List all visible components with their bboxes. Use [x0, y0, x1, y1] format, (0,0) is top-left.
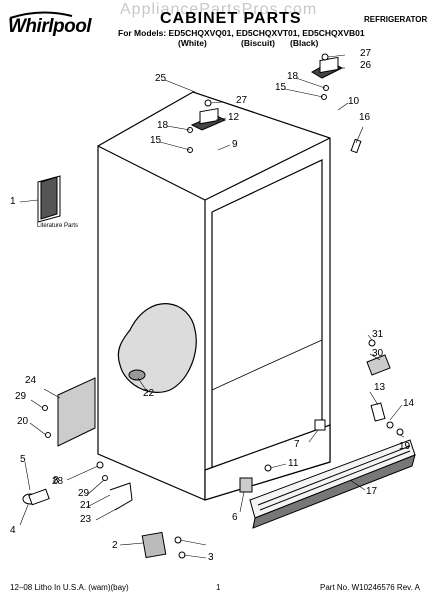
models-prefix: For Models:	[118, 28, 167, 38]
callout-20: 20	[17, 416, 29, 427]
models-line: For Models: ED5CHQXVQ01, ED5CHQXVT01, ED…	[118, 28, 365, 38]
page-title: CABINET PARTS	[160, 10, 302, 27]
product-type: REFRIGERATOR	[364, 15, 428, 24]
brand-logo: Whirlpool	[8, 16, 92, 37]
callout-15-right: 15	[275, 82, 287, 93]
callout-18-left: 18	[157, 120, 169, 131]
callout-31: 31	[372, 329, 384, 340]
base-grille	[249, 439, 416, 529]
callout-6: 6	[232, 512, 238, 523]
color-biscuit: (Biscuit)	[241, 38, 275, 48]
callout-8: 8	[53, 475, 59, 486]
callout-27-left: 27	[236, 95, 248, 106]
callout-21: 21	[80, 500, 92, 511]
callout-13: 13	[374, 382, 386, 393]
callout-4: 4	[10, 525, 16, 536]
callout-28: 28	[52, 476, 64, 487]
callout-24: 24	[25, 375, 37, 386]
callout-17: 17	[366, 486, 378, 497]
callout-9: 9	[232, 139, 238, 150]
callout-10: 10	[348, 96, 360, 107]
watermark: AppliancePartsPros.com	[120, 1, 318, 18]
color-black: (Black)	[290, 38, 319, 48]
top-hinge-left	[187, 99, 227, 153]
top-hinge-right	[311, 53, 362, 154]
callout-18-right: 18	[287, 71, 299, 82]
callout-3: 3	[208, 552, 214, 563]
callout-30: 30	[372, 348, 384, 359]
literature-booklet	[37, 175, 61, 223]
callout-23: 23	[80, 514, 92, 525]
callout-22: 22	[143, 388, 155, 399]
callout-29-left: 29	[15, 391, 27, 402]
callout-29-bottom: 29	[78, 488, 90, 499]
callout-2: 2	[112, 540, 118, 551]
brand-swoosh-icon	[9, 11, 73, 19]
print-info: 12–08 Litho In U.S.A. (wam)(bay)	[10, 583, 129, 592]
callout-15-left: 15	[150, 135, 162, 146]
callout-25: 25	[155, 73, 167, 84]
color-white: (White)	[178, 38, 207, 48]
leader-lines	[19, 54, 405, 559]
callout-12: 12	[228, 112, 240, 123]
literature-label: Literature Parts	[37, 223, 79, 229]
lower-left-parts	[22, 369, 186, 559]
cabinet	[97, 91, 331, 501]
callout-19: 19	[399, 441, 411, 452]
part-number: Part No. W10246576 Rev. A	[320, 583, 420, 592]
callout-26: 26	[360, 60, 372, 71]
callout-5: 5	[20, 454, 26, 465]
callout-14: 14	[403, 398, 415, 409]
lower-right-parts	[239, 339, 404, 493]
callout-1: 1	[10, 196, 16, 207]
callout-7: 7	[294, 439, 300, 450]
page-number: 1	[216, 583, 221, 592]
models-list: ED5CHQXVQ01, ED5CHQXVT01, ED5CHQXVB01	[168, 28, 365, 38]
callout-11: 11	[288, 458, 299, 469]
callout-16: 16	[359, 112, 371, 123]
callout-27-right: 27	[360, 48, 372, 59]
